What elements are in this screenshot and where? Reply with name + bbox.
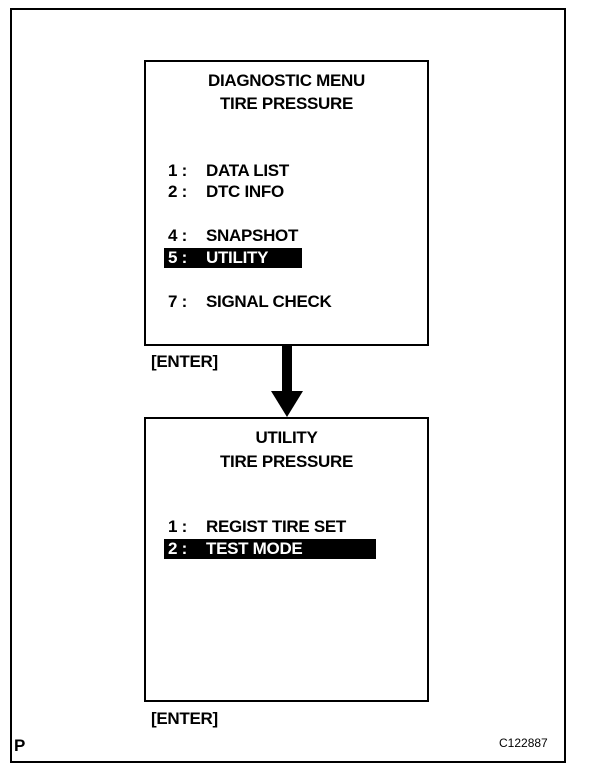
menu-item-snapshot[interactable]: 4 : SNAPSHOT	[168, 226, 298, 246]
menu-item-label: TEST MODE	[206, 539, 303, 558]
utility-screen: UTILITY TIRE PRESSURE 1 : REGIST TIRE SET…	[144, 417, 429, 702]
screen1-title: DIAGNOSTIC MENU	[207, 71, 365, 90]
menu-item-data-list[interactable]: 1 : DATA LIST	[168, 161, 289, 181]
menu-item-number: 2 :	[168, 539, 187, 558]
menu-item-number: 1 :	[168, 161, 187, 180]
screen1-subtitle: TIRE PRESSURE	[219, 94, 354, 113]
menu-item-number: 5 :	[168, 248, 187, 267]
menu-item-dtc-info[interactable]: 2 : DTC INFO	[168, 182, 284, 202]
menu-item-regist-tire-set[interactable]: 1 : REGIST TIRE SET	[168, 517, 346, 537]
menu-item-label: REGIST TIRE SET	[206, 517, 347, 536]
menu-item-label: DTC INFO	[206, 182, 284, 201]
figure-frame	[10, 8, 566, 763]
figure-code: C122887	[499, 736, 548, 750]
menu-item-label: DATA LIST	[206, 161, 289, 180]
menu-item-label: SIGNAL CHECK	[206, 292, 332, 311]
diagnostic-menu-screen: DIAGNOSTIC MENU TIRE PRESSURE 1 : DATA LI…	[144, 60, 429, 346]
menu-item-utility[interactable]: 5 : UTILITY	[164, 248, 302, 268]
menu-item-number: 2 :	[168, 182, 187, 201]
screen2-subtitle: TIRE PRESSURE	[219, 452, 354, 471]
screen2-title: UTILITY	[255, 428, 318, 447]
enter-key-label: [ENTER]	[151, 352, 218, 371]
menu-item-number: 1 :	[168, 517, 187, 536]
down-arrow-icon	[271, 345, 303, 417]
menu-item-label: UTILITY	[206, 248, 269, 267]
menu-item-number: 4 :	[168, 226, 187, 245]
menu-item-test-mode[interactable]: 2 : TEST MODE	[164, 539, 376, 559]
menu-item-label: SNAPSHOT	[206, 226, 299, 245]
menu-item-number: 7 :	[168, 292, 187, 311]
menu-item-signal-check[interactable]: 7 : SIGNAL CHECK	[168, 292, 332, 312]
enter-key-label: [ENTER]	[151, 709, 218, 728]
corner-letter: P	[14, 736, 26, 755]
